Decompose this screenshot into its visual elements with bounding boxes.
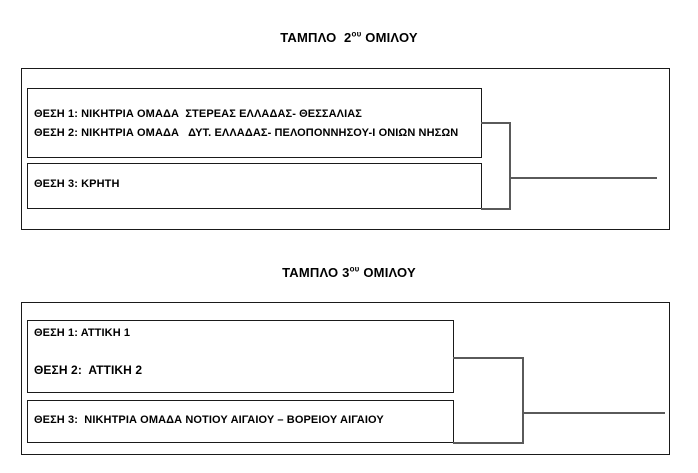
bracket-connector-stem-group3 xyxy=(522,357,524,443)
bracket-entry-position-3: ΘΕΣΗ 3: ΝΙΚΗΤΡΙΑ ΟΜΑΔΑ ΝΟΤΙΟΥ ΑΙΓΑΙΟΥ – … xyxy=(34,414,384,426)
tableau-title-group-3: ΤΑΜΠΛΟ 3ου ΟΜΙΛΟΥ xyxy=(0,265,698,280)
tableau-title-suffix: ΟΜΙΛΟΥ xyxy=(359,265,416,280)
bracket-connector-stem-group2 xyxy=(509,122,511,209)
bracket-entry-position-2: ΘΕΣΗ 2: ΑΤΤΙΚΗ 2 xyxy=(34,363,143,377)
bracket-connector-bottom-group3 xyxy=(453,442,524,444)
match-box-group3-lower xyxy=(27,400,454,443)
tableau-title-ordinal-suffix: ου xyxy=(351,29,362,39)
bracket-entry-position-3: ΘΕΣΗ 3: ΚΡΗΤΗ xyxy=(34,178,120,190)
match-box-group2-lower xyxy=(27,163,482,209)
bracket-connector-top-group2 xyxy=(481,122,511,124)
bracket-entry-position-1: ΘΕΣΗ 1: ΑΤΤΙΚΗ 1 xyxy=(34,327,131,339)
tableau-title-prefix: ΤΑΜΠΛΟ 3 xyxy=(282,265,350,280)
bracket-winner-line-group3 xyxy=(522,412,665,414)
bracket-connector-top-group3 xyxy=(453,357,524,359)
tableau-title-prefix: ΤΑΜΠΛΟ 2 xyxy=(280,30,352,45)
bracket-connector-bottom-group2 xyxy=(481,208,511,210)
tableau-title-group-2: ΤΑΜΠΛΟ 2ου ΟΜΙΛΟΥ xyxy=(0,30,698,45)
match-box-group2-upper xyxy=(27,88,482,158)
bracket-entry-position-2: ΘΕΣΗ 2: ΝΙΚΗΤΡΙΑ ΟΜΑΔΑ ΔΥΤ. ΕΛΛΑΔΑΣ- ΠΕΛ… xyxy=(34,127,459,139)
bracket-entry-position-1: ΘΕΣΗ 1: ΝΙΚΗΤΡΙΑ ΟΜΑΔΑ ΣΤΕΡΕΑΣ ΕΛΛΑΔΑΣ- … xyxy=(34,108,362,120)
bracket-winner-line-group2 xyxy=(509,177,657,179)
tableau-title-ordinal-suffix: ου xyxy=(349,264,360,274)
match-box-group3-upper xyxy=(27,320,454,393)
tableau-title-suffix: ΟΜΙΛΟΥ xyxy=(361,30,418,45)
